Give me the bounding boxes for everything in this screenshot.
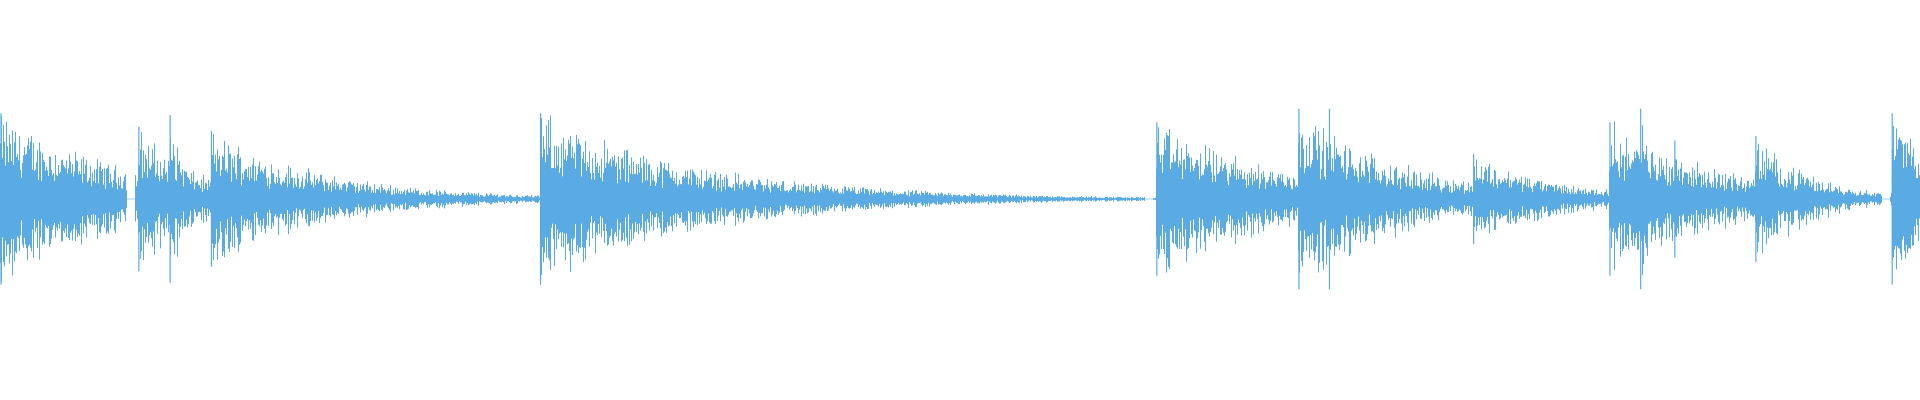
waveform-path bbox=[0, 115, 1920, 282]
waveform-trace bbox=[0, 108, 1920, 290]
